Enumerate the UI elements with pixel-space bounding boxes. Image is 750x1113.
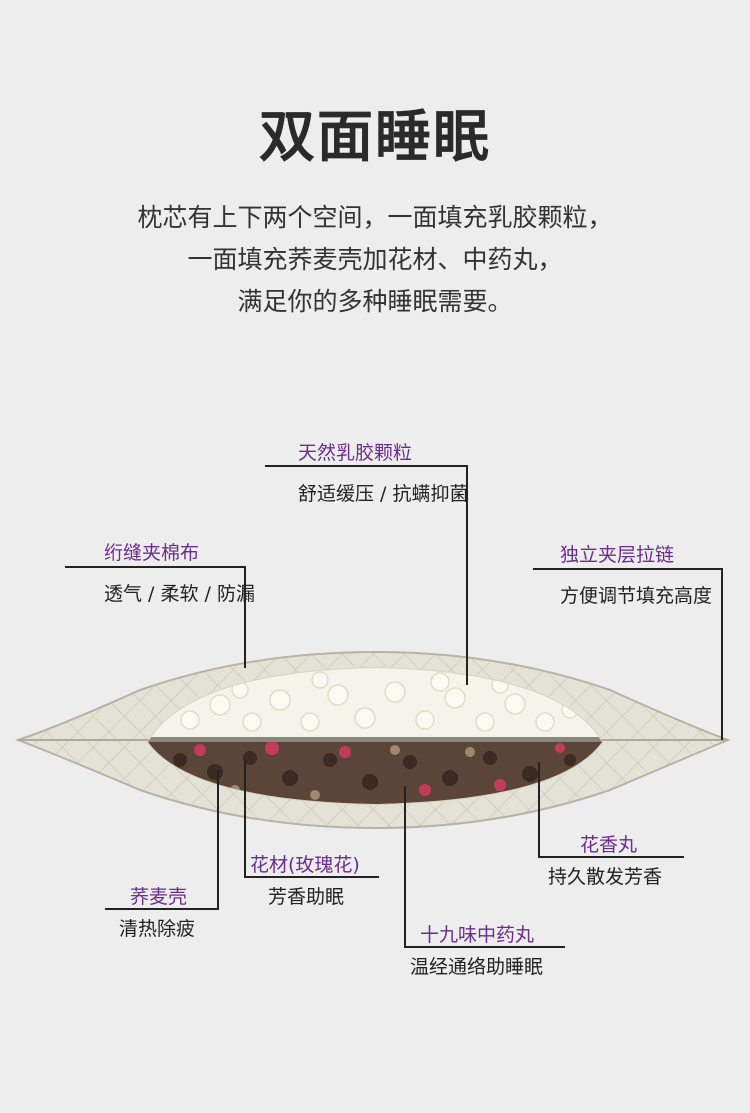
callout-zipper-sub: 方便调节填充高度 [560, 585, 713, 607]
callout-zipper-rule [533, 568, 723, 570]
callout-fabric-leader [244, 566, 246, 668]
callout-pill-sub: 持久散发芳香 [548, 866, 663, 888]
callout-pill-rule [538, 856, 684, 858]
callout-pill-heading: 花香丸 [580, 834, 638, 856]
callout-latex-heading: 天然乳胶颗粒 [298, 442, 413, 464]
callout-herbal-sub-wrap: 温经通络助睡眠 [410, 952, 543, 979]
callout-flower-rule [244, 876, 379, 878]
callout-buckwheat-sub-wrap: 清热除疲 [119, 914, 195, 941]
callout-flower-heading: 花材(玫瑰花) [250, 854, 360, 876]
callout-flower: 花材(玫瑰花) [250, 850, 360, 877]
callout-flower-sub-wrap: 芳香助眠 [268, 882, 344, 909]
description-line-3: 满足你的多种睡眠需要。 [237, 287, 513, 316]
callout-fabric-sub: 透气 / 柔软 / 防漏 [104, 583, 255, 605]
callout-buckwheat-rule [105, 908, 219, 910]
callout-fabric-heading: 绗缝夹棉布 [104, 542, 200, 564]
callout-zipper: 独立夹层拉链 方便调节填充高度 [560, 540, 712, 608]
callout-pill: 花香丸 [580, 830, 637, 857]
callout-herbal-leader [404, 786, 406, 948]
callout-latex-rule [265, 465, 468, 467]
callout-pill-leader [538, 762, 540, 858]
description-line-1: 枕芯有上下两个空间，一面填充乳胶颗粒， [137, 203, 613, 232]
callout-zipper-leader [721, 568, 723, 740]
callout-buckwheat: 荞麦壳 [130, 882, 187, 909]
callout-latex-leader [466, 465, 468, 685]
callout-latex: 天然乳胶颗粒 舒适缓压 / 抗螨抑菌 [298, 438, 468, 506]
callout-herbal: 十九味中药丸 [420, 920, 534, 947]
callout-herbal-rule [404, 946, 565, 948]
callout-flower-leader [244, 760, 246, 878]
divider-layer [148, 737, 602, 742]
description-line-2: 一面填充荞麦壳加花材、中药丸， [187, 245, 563, 274]
page-title: 双面睡眠 [259, 105, 491, 170]
callout-herbal-heading: 十九味中药丸 [420, 924, 535, 946]
callout-buckwheat-leader [217, 770, 219, 910]
callout-herbal-sub: 温经通络助睡眠 [410, 956, 544, 978]
callout-buckwheat-heading: 荞麦壳 [130, 886, 188, 908]
callout-latex-sub: 舒适缓压 / 抗螨抑菌 [298, 483, 469, 505]
callout-fabric-rule [65, 566, 246, 568]
callout-zipper-heading: 独立夹层拉链 [560, 544, 675, 566]
callout-fabric: 绗缝夹棉布 透气 / 柔软 / 防漏 [104, 538, 255, 606]
callout-flower-sub: 芳香助眠 [268, 886, 345, 908]
callout-buckwheat-sub: 清热除疲 [119, 918, 196, 940]
callout-pill-sub-wrap: 持久散发芳香 [548, 862, 662, 889]
